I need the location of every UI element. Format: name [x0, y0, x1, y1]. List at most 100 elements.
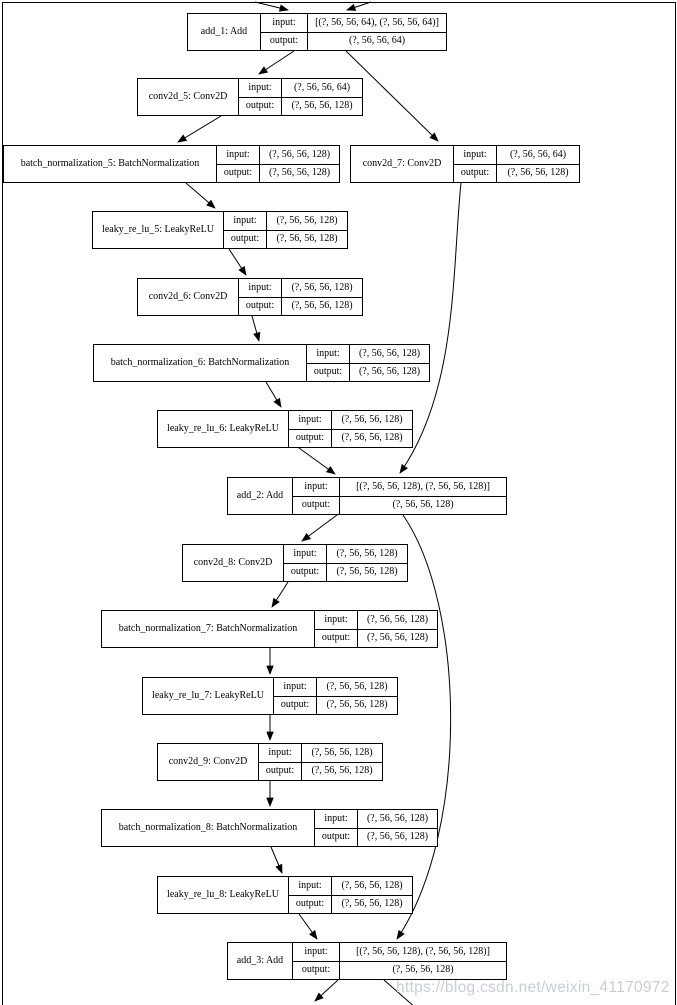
input-label: input: — [454, 146, 496, 165]
output-label: output: — [321, 632, 351, 644]
node-add-2: add_2: Add input: output: [(?, 56, 56, 1… — [227, 477, 507, 515]
node-leaky-re-lu-8: leaky_re_lu_8: LeakyReLU input: output: … — [157, 876, 413, 914]
edge-bn-5-to-leaky-re-lu-5 — [185, 182, 216, 209]
layer-label: leaky_re_lu_7: LeakyReLU — [143, 678, 274, 714]
input-label: input: — [293, 943, 339, 962]
output-label: output: — [265, 765, 295, 777]
node-add-1: add_1: Add input: output: [(?, 56, 56, 6… — [187, 13, 447, 51]
edge-add-3-to-bottom-a — [314, 979, 339, 1002]
output-shape: (?, 56, 56, 128) — [392, 964, 454, 976]
output-shape: (?, 56, 56, 128) — [276, 233, 338, 245]
edge-add-1-to-conv2d-5 — [258, 50, 295, 75]
layer-label: batch_normalization_5: BatchNormalizatio… — [4, 146, 217, 182]
layer-label: add_2: Add — [228, 478, 293, 514]
output-shape: (?, 56, 56, 128) — [336, 566, 398, 578]
input-shape: (?, 56, 56, 128) — [332, 411, 412, 430]
node-conv2d-6: conv2d_6: Conv2D input: output: (?, 56, … — [137, 278, 363, 316]
output-label: output: — [313, 366, 343, 378]
node-add-3: add_3: Add input: output: [(?, 56, 56, 1… — [227, 942, 507, 980]
edge-bn-6-to-leaky-re-lu-6 — [265, 381, 282, 408]
node-leaky-re-lu-6: leaky_re_lu_6: LeakyReLU input: output: … — [157, 410, 413, 448]
input-shape: (?, 56, 56, 128) — [358, 810, 437, 829]
input-shape: (?, 56, 56, 128) — [302, 744, 382, 763]
node-conv2d-8: conv2d_8: Conv2D input: output: (?, 56, … — [182, 544, 408, 582]
output-shape: (?, 56, 56, 64) — [348, 35, 406, 47]
output-label: output: — [245, 300, 275, 312]
node-leaky-re-lu-5: leaky_re_lu_5: LeakyReLU input: output: … — [92, 211, 348, 249]
output-shape: (?, 56, 56, 128) — [311, 765, 373, 777]
output-shape: (?, 56, 56, 128) — [291, 100, 353, 112]
watermark: https://blog.csdn.net/weixin_41170972 — [396, 979, 670, 996]
layer-label: batch_normalization_6: BatchNormalizatio… — [94, 345, 307, 381]
output-label: output: — [223, 167, 253, 179]
input-label: input: — [224, 212, 266, 231]
output-label: output: — [295, 432, 325, 444]
edge-top-to-add-1-b — [346, 1, 372, 11]
output-shape: (?, 56, 56, 128) — [291, 300, 353, 312]
node-conv2d-9: conv2d_9: Conv2D input: output: (?, 56, … — [157, 743, 383, 781]
output-shape: (?, 56, 56, 128) — [392, 499, 454, 511]
input-shape: (?, 56, 56, 128) — [358, 611, 437, 630]
output-label: output: — [321, 831, 351, 843]
input-shape: (?, 56, 56, 64) — [497, 146, 579, 165]
edge-leaky-re-lu-8-to-add-3 — [298, 913, 318, 940]
input-shape: (?, 56, 56, 128) — [260, 146, 339, 165]
input-label: input: — [239, 79, 281, 98]
layer-label: conv2d_5: Conv2D — [138, 79, 239, 115]
output-label: output: — [301, 964, 331, 976]
node-conv2d-5: conv2d_5: Conv2D input: output: (?, 56, … — [137, 78, 363, 116]
edge-add-2-to-conv2d-8 — [301, 514, 338, 542]
input-label: input: — [259, 744, 301, 763]
output-label: output: — [290, 566, 320, 578]
input-label: input: — [315, 810, 357, 829]
edge-top-to-add-1-a — [254, 1, 289, 12]
layer-label: leaky_re_lu_6: LeakyReLU — [158, 411, 289, 447]
input-label: input: — [261, 14, 307, 33]
output-label: output: — [301, 499, 331, 511]
input-shape: (?, 56, 56, 128) — [332, 877, 412, 896]
output-label: output: — [230, 233, 260, 245]
input-shape: [(?, 56, 56, 128), (?, 56, 56, 128)] — [340, 478, 506, 497]
output-shape: (?, 56, 56, 128) — [268, 167, 331, 179]
input-shape: [(?, 56, 56, 128), (?, 56, 56, 128)] — [340, 943, 506, 962]
input-shape: (?, 56, 56, 128) — [317, 678, 397, 697]
output-shape: (?, 56, 56, 128) — [366, 831, 429, 843]
output-shape: (?, 56, 56, 128) — [341, 898, 403, 910]
node-leaky-re-lu-7: leaky_re_lu_7: LeakyReLU input: output: … — [142, 677, 398, 715]
edge-bn-8-to-leaky-re-lu-8 — [270, 846, 283, 874]
input-label: input: — [274, 678, 316, 697]
output-shape: (?, 56, 56, 128) — [366, 632, 429, 644]
output-label: output: — [295, 898, 325, 910]
layer-label: add_1: Add — [188, 14, 261, 50]
input-label: input: — [293, 478, 339, 497]
input-label: input: — [217, 146, 259, 165]
edge-conv2d-5-to-bn-5 — [177, 115, 222, 143]
output-shape: (?, 56, 56, 128) — [341, 432, 403, 444]
layer-label: batch_normalization_8: BatchNormalizatio… — [102, 810, 315, 846]
node-batch-normalization-8: batch_normalization_8: BatchNormalizatio… — [101, 809, 438, 847]
input-shape: (?, 56, 56, 128) — [350, 345, 429, 364]
input-shape: (?, 56, 56, 128) — [327, 545, 407, 564]
output-shape: (?, 56, 56, 128) — [326, 699, 388, 711]
input-label: input: — [284, 545, 326, 564]
output-shape: (?, 56, 56, 128) — [507, 167, 569, 179]
node-conv2d-7: conv2d_7: Conv2D input: output: (?, 56, … — [350, 145, 580, 183]
node-batch-normalization-7: batch_normalization_7: BatchNormalizatio… — [101, 610, 438, 648]
output-label: output: — [460, 167, 490, 179]
edge-conv2d-6-to-bn-6 — [251, 315, 261, 342]
node-batch-normalization-5: batch_normalization_5: BatchNormalizatio… — [3, 145, 340, 183]
layer-label: leaky_re_lu_5: LeakyReLU — [93, 212, 224, 248]
node-batch-normalization-6: batch_normalization_6: BatchNormalizatio… — [93, 344, 430, 382]
input-label: input: — [289, 877, 331, 896]
output-shape: (?, 56, 56, 128) — [358, 366, 421, 378]
input-shape: (?, 56, 56, 128) — [282, 279, 362, 298]
layer-label: leaky_re_lu_8: LeakyReLU — [158, 877, 289, 913]
layer-label: conv2d_9: Conv2D — [158, 744, 259, 780]
input-shape: (?, 56, 56, 64) — [282, 79, 362, 98]
edge-leaky-re-lu-6-to-add-2 — [298, 447, 336, 475]
input-shape: (?, 56, 56, 128) — [267, 212, 347, 231]
layer-label: conv2d_7: Conv2D — [351, 146, 454, 182]
input-label: input: — [307, 345, 349, 364]
output-label: output: — [245, 100, 275, 112]
